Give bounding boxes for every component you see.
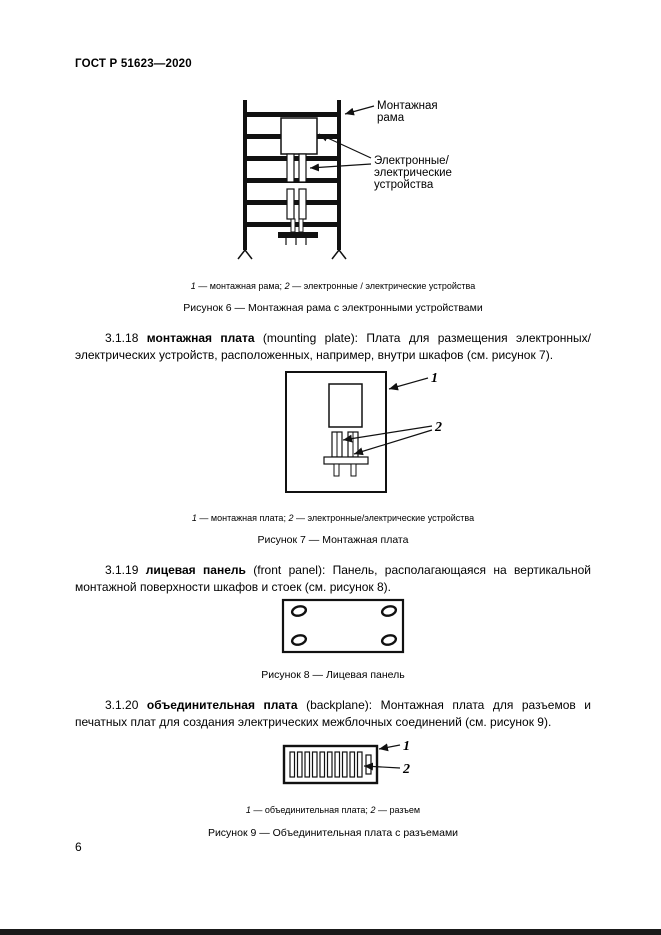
caption-num: 2: [288, 513, 294, 524]
devices-label-line2: электрические: [374, 167, 452, 179]
term-3-1-18: 3.1.18 монтажная плата (mounting plate):…: [75, 330, 591, 364]
page-bottom-edge: [0, 929, 661, 935]
callout-1: 1: [403, 739, 410, 754]
caption-text: — разъем: [375, 805, 421, 816]
caption-text: — монтажная плата;: [196, 513, 289, 524]
term-name: монтажная плата: [146, 331, 255, 345]
figure9-drawing: 1 2: [282, 739, 410, 785]
term-definition: (mounting plate): Плата для размещения э…: [75, 331, 591, 363]
callout2-arrow-a: [342, 425, 433, 443]
caption-text: — электронные/электрические устройства: [293, 513, 475, 524]
callout1-arrow: [388, 377, 429, 391]
document-number: ГОСТ Р 51623—2020: [75, 58, 192, 70]
devices-label-line1: Электронные/: [374, 155, 450, 167]
figure7-caption: 1 — монтажная плата; 2 — электронные/эле…: [75, 513, 591, 523]
panel-holes: [290, 605, 398, 647]
term-3-1-19: 3.1.19 лицевая панель (front panel): Пан…: [75, 562, 591, 596]
term-number: 3.1.18: [105, 331, 139, 345]
electronic-device-box: [280, 117, 318, 155]
caption-text: — объединительная плата;: [250, 805, 371, 816]
devices-label-line3: устройства: [374, 179, 434, 191]
callout1-arrow: [378, 743, 401, 752]
figure-8: Рисунок 8 — Лицевая панель: [75, 598, 591, 681]
callout-2: 2: [434, 420, 442, 435]
term-name: объединительная плата: [146, 698, 298, 713]
figure-6: Монтажная рама Электронные/ электрически…: [75, 94, 591, 314]
caption-num: 1: [191, 513, 197, 524]
callout-2: 2: [402, 762, 410, 777]
term-definition: (front panel): Панель, располагающаяся н…: [75, 563, 591, 595]
frame-label-line2: рама: [377, 112, 405, 124]
frame-label-line1: Монтажная: [377, 100, 438, 112]
caption-num: 1: [245, 805, 251, 816]
figure7-title: Рисунок 7 — Монтажная плата: [257, 534, 409, 547]
caption-text: — электронные / электрические устройства: [289, 281, 476, 291]
figure6-drawing: Монтажная рама Электронные/ электрически…: [237, 100, 452, 260]
figure-9: 1 2 1 — объединительная плата; 2 — разъе…: [75, 739, 591, 839]
connectors: [323, 431, 369, 477]
figure6-title: Рисунок 6 — Монтажная рама с электронным…: [183, 302, 483, 314]
page-number: 6: [75, 840, 82, 854]
connector-slots: [289, 751, 372, 778]
figure6-caption: 1 — монтажная рама; 2 — электронные / эл…: [75, 281, 591, 291]
device-box: [328, 383, 363, 428]
term-number: 3.1.20: [105, 698, 139, 713]
caption-text: — монтажная рама;: [195, 281, 285, 291]
term-definition: (backplane): Монтажная плата для разъемо…: [75, 698, 591, 730]
term-number: 3.1.19: [105, 563, 139, 578]
figure8-drawing: [281, 599, 405, 654]
figure-7: 1 2 1 — монтажная плата; 2 — электронные…: [75, 368, 591, 546]
callout2-arrow: [363, 762, 401, 771]
figure9-title: Рисунок 9 — Объединительная плата с разъ…: [207, 827, 459, 840]
caption-num: 2: [284, 281, 290, 291]
callout2-arrow-b: [353, 429, 433, 456]
figure9-caption: 1 — объединительная плата; 2 — разъем: [75, 805, 591, 815]
figure8-title: Рисунок 8 — Лицевая панель: [261, 669, 405, 682]
arrow-to-device: [318, 133, 372, 159]
callout-1: 1: [431, 371, 438, 386]
device-connectors: [278, 153, 318, 245]
caption-num: 2: [370, 805, 376, 816]
caption-num: 1: [190, 281, 196, 291]
figure7-drawing: 1 2: [285, 371, 442, 494]
arrow-to-connectors: [309, 163, 372, 172]
term-3-1-20: 3.1.20 объединительная плата (backplane)…: [75, 697, 591, 731]
arrow-to-frame: [344, 105, 375, 116]
page-content: ГОСТ Р 51623—2020: [75, 58, 591, 839]
term-name: лицевая панель: [145, 563, 246, 578]
